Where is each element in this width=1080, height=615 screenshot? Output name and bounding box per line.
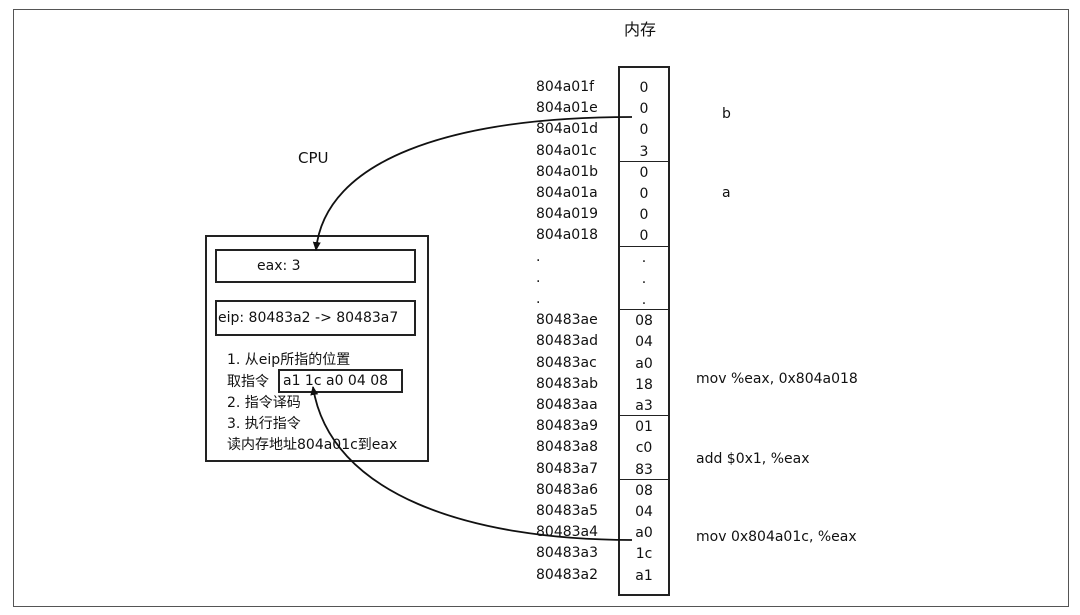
- memory-group-separator: [620, 415, 668, 417]
- memory-cell-value: a0: [635, 355, 653, 372]
- step-3-detail-text: 读内存地址804a01c到eax: [227, 437, 398, 453]
- step-1-text: 1. 从eip所指的位置: [227, 352, 351, 368]
- memory-address: 80483aa: [536, 397, 598, 413]
- cpu-box: [205, 235, 429, 462]
- memory-cell-value: 0: [639, 186, 649, 202]
- memory-cell-value: 0: [639, 228, 649, 245]
- memory-address: 804a01c: [536, 142, 597, 159]
- step-3-text: 3. 执行指令: [227, 416, 301, 432]
- memory-address: .: [536, 269, 541, 286]
- memory-column: 0 0 0 3 0 0 0 0... 08 04 a0 18 a3 01 c0 83 08 04 a0 1c a1: [618, 66, 670, 596]
- memory-cell-value: a3: [635, 398, 653, 414]
- memory-cell-value: 3: [639, 143, 649, 160]
- memory-address: 80483a6: [536, 481, 599, 498]
- memory-address: 804a01b: [536, 163, 599, 180]
- memory-address: 80483a9: [536, 418, 599, 435]
- memory-address: 80483a3: [536, 545, 599, 562]
- eip-register: eip: 80483a2 -> 80483a7: [215, 300, 416, 336]
- label-instr-add: add $0x1, %eax: [696, 451, 810, 467]
- arrow-memory-to-eax: [312, 116, 633, 251]
- memory-cell-value: .: [641, 292, 647, 308]
- memory-address: .: [536, 248, 541, 265]
- memory-address: 804a01e: [536, 100, 598, 117]
- memory-cell-value: a0: [635, 525, 653, 542]
- memory-address: 804a019: [536, 206, 599, 223]
- memory-cell-value: 18: [635, 376, 653, 393]
- memory-address: 80483ac: [536, 354, 597, 371]
- memory-cell-value: 08: [635, 313, 653, 330]
- memory-title: 内存: [624, 20, 657, 39]
- memory-address: 804a01d: [536, 121, 599, 138]
- memory-address: 80483ae: [536, 312, 598, 329]
- memory-address: 80483a2: [536, 566, 599, 583]
- memory-cell-value: 0: [639, 101, 649, 118]
- memory-address: 80483a5: [536, 503, 599, 519]
- memory-group-separator: [620, 309, 668, 311]
- label-var-b: b: [722, 106, 731, 122]
- memory-group-separator: [620, 245, 668, 247]
- memory-cell-value: .: [641, 270, 647, 287]
- memory-cell-value: 83: [635, 461, 653, 478]
- memory-address: 804a01a: [536, 185, 598, 201]
- memory-cell-value: c0: [635, 440, 653, 457]
- fetch-prefix-text: 取指令: [227, 374, 269, 390]
- fetched-instruction-box: a1 1c a0 04 08: [278, 369, 403, 393]
- memory-cell-value: 08: [635, 482, 653, 499]
- memory-cell-value: 0: [639, 80, 649, 96]
- memory-address: 80483ab: [536, 375, 599, 392]
- step-2-text: 2. 指令译码: [227, 395, 301, 411]
- cpu-title: CPU: [298, 149, 329, 167]
- memory-group-separator: [620, 160, 668, 162]
- memory-cell-value: .: [641, 249, 647, 266]
- memory-cell-value: 01: [635, 419, 653, 436]
- memory-cell-value: a1: [635, 567, 653, 584]
- memory-cell-value: 0: [639, 207, 649, 224]
- label-var-a: a: [722, 185, 731, 201]
- memory-cell-value: 0: [639, 164, 649, 181]
- memory-address: 80483a7: [536, 460, 599, 477]
- memory-cell-value: 04: [635, 334, 653, 351]
- memory-group-separator: [620, 478, 668, 480]
- memory-cell-value: 0: [639, 122, 649, 139]
- memory-cell-value: 1c: [635, 546, 653, 563]
- memory-address: 80483ad: [536, 333, 599, 350]
- memory-address: 804a01f: [536, 79, 595, 95]
- diagram-frame: [13, 9, 1069, 607]
- memory-address: 80483a8: [536, 439, 599, 456]
- memory-cell-value: 04: [635, 504, 653, 520]
- label-instr-mov-load: mov 0x804a01c, %eax: [696, 529, 857, 545]
- memory-address: 804a018: [536, 227, 599, 244]
- memory-address: .: [536, 291, 541, 307]
- arrow-memory-to-instruction: [310, 386, 633, 541]
- label-instr-mov-store: mov %eax, 0x804a018: [696, 371, 858, 387]
